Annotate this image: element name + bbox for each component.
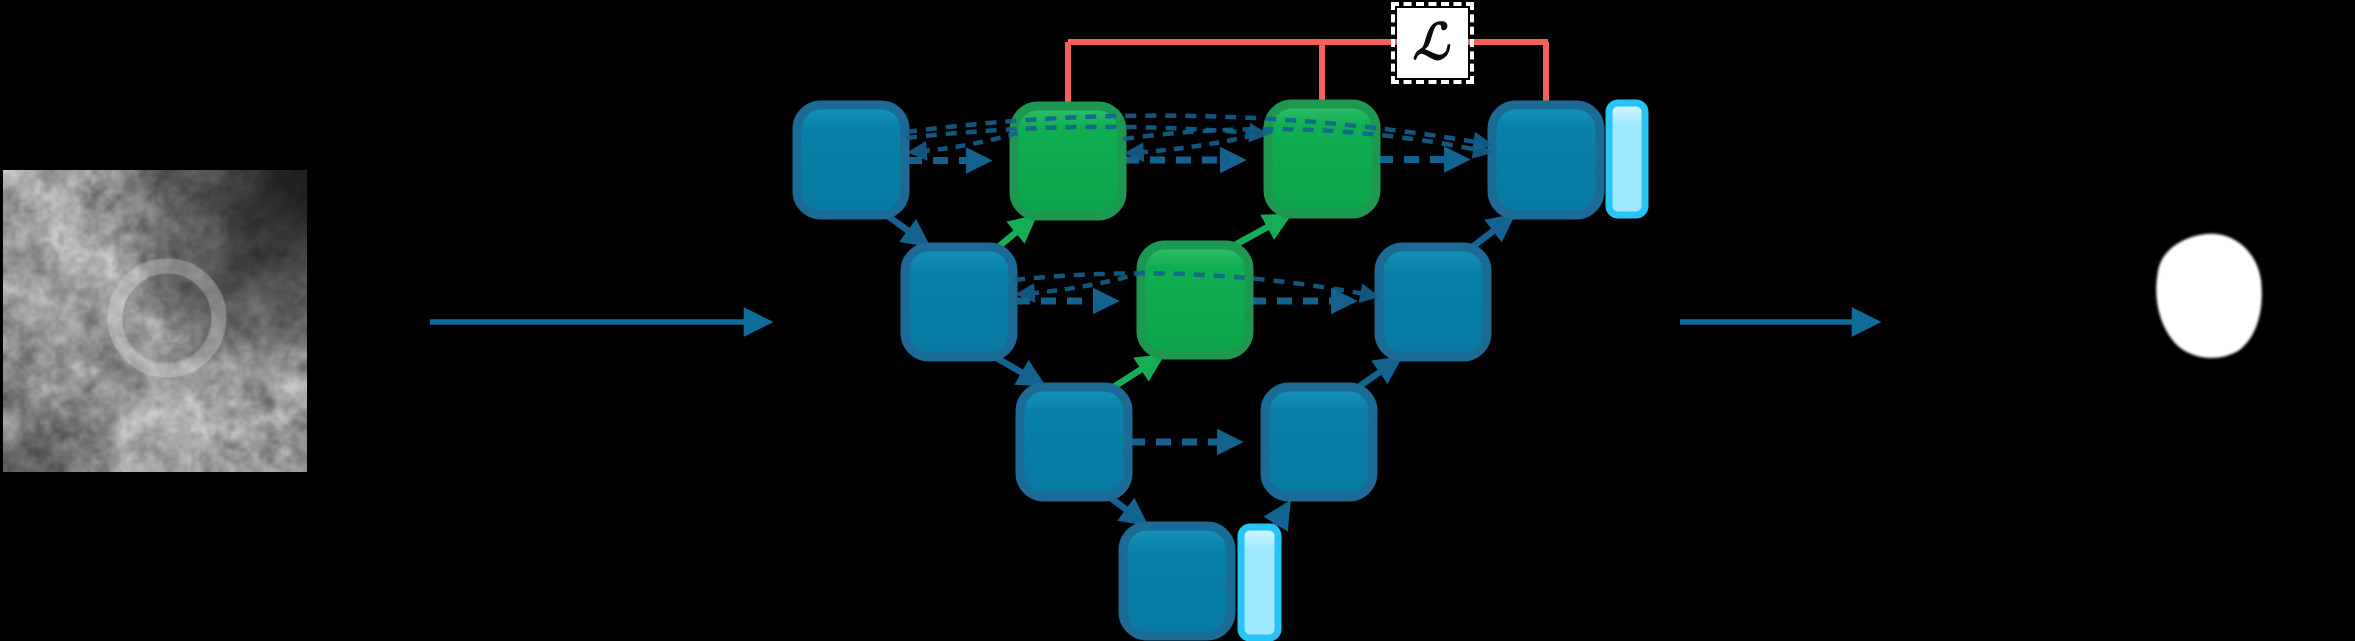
node-X10: [900, 242, 1018, 362]
node-X11: [1136, 240, 1254, 360]
loss-symbol: ℒ: [1412, 11, 1449, 71]
segmentation-mask-blob: [2156, 233, 2262, 358]
skip-arc-X10-X12: [1013, 271, 1380, 303]
node-X12: [1374, 242, 1492, 362]
up-arrow-X11-X02: [1231, 213, 1293, 249]
skip-arc-back-X02-X01: [1124, 128, 1273, 163]
node-X03: [1487, 100, 1605, 220]
node-X01: [1009, 101, 1127, 221]
node-X30: [1118, 521, 1236, 641]
node-X20: [1015, 382, 1133, 502]
up-arrow-X12-X03: [1469, 213, 1516, 251]
output-head-bar: [1605, 99, 1649, 219]
skip-arc-X01-X03: [1122, 126, 1493, 159]
up-arrow-X10-X01: [994, 214, 1038, 251]
down-arrow-X10-X20: [991, 353, 1047, 387]
node-X21: [1260, 382, 1378, 502]
skip-arc-X00-X02: [905, 122, 1269, 143]
node-X00: [792, 100, 910, 220]
bottom-head-bar: [1237, 523, 1282, 641]
up-arrow-X20-X11: [1110, 354, 1166, 391]
down-arrow-X20-X30: [1106, 493, 1149, 527]
input-tissue-image: [3, 170, 307, 472]
loss-box: ℒ: [1391, 2, 1474, 84]
skip-arc-X00-X03: [905, 113, 1493, 152]
up-arrow-X21-X12: [1355, 355, 1403, 391]
down-arrow-X00-X10: [883, 211, 931, 248]
node-X02: [1263, 99, 1381, 219]
skip-arc-back-X01-X00: [907, 130, 1019, 161]
skip-arc-back-X11-X10: [1015, 269, 1146, 303]
